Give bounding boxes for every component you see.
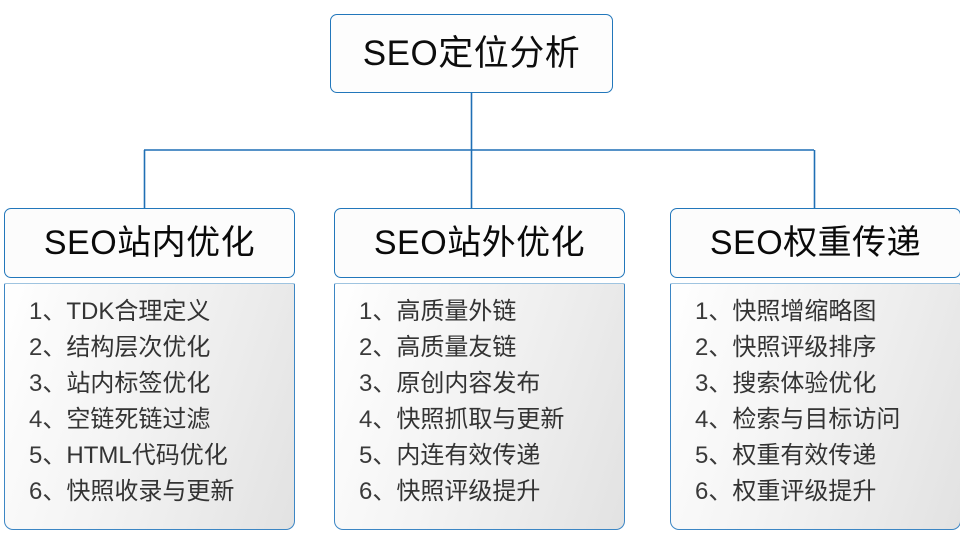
- column-header-3[interactable]: SEO权重传递: [670, 208, 960, 278]
- list-item-index: 2、: [359, 334, 397, 361]
- list-item[interactable]: 1、高质量外链: [359, 294, 624, 330]
- column-list-1: 1、TDK合理定义 2、结构层次优化 3、站内标签优化 4、空链死链过滤 5、H…: [5, 294, 294, 510]
- list-item-text: 权重评级提升: [732, 478, 877, 505]
- column-seo-weight-transfer: SEO权重传递 1、快照增缩略图 2、快照评级排序 3、搜索体验优化 4、检索与…: [670, 208, 960, 530]
- list-item-text: 高质量友链: [396, 334, 517, 361]
- list-item-index: 6、: [695, 478, 733, 505]
- root-node[interactable]: SEO定位分析: [330, 14, 613, 93]
- list-item[interactable]: 6、快照收录与更新: [29, 474, 294, 510]
- list-item-text: 高质量外链: [396, 298, 517, 325]
- list-item[interactable]: 4、快照抓取与更新: [359, 402, 624, 438]
- list-item[interactable]: 3、站内标签优化: [29, 366, 294, 402]
- column-body-3: 1、快照增缩略图 2、快照评级排序 3、搜索体验优化 4、检索与目标访问 5、权…: [670, 283, 960, 530]
- list-item-text: 权重有效传递: [732, 442, 877, 469]
- list-item[interactable]: 1、TDK合理定义: [29, 294, 294, 330]
- list-item[interactable]: 2、高质量友链: [359, 330, 624, 366]
- list-item[interactable]: 6、快照评级提升: [359, 474, 624, 510]
- list-item-text: 快照抓取与更新: [396, 406, 565, 433]
- column-body-2: 1、高质量外链 2、高质量友链 3、原创内容发布 4、快照抓取与更新 5、内连有…: [334, 283, 625, 530]
- column-seo-offsite: SEO站外优化 1、高质量外链 2、高质量友链 3、原创内容发布 4、快照抓取与…: [334, 208, 625, 530]
- list-item-index: 2、: [695, 334, 733, 361]
- list-item-text: 空链死链过滤: [66, 406, 211, 433]
- column-header-title-2: SEO站外优化: [373, 224, 586, 262]
- list-item-index: 6、: [29, 478, 67, 505]
- list-item-index: 4、: [695, 406, 733, 433]
- list-item-text: TDK合理定义: [66, 298, 211, 325]
- columns-container: SEO站内优化 1、TDK合理定义 2、结构层次优化 3、站内标签优化 4、空链…: [0, 208, 960, 534]
- list-item-index: 6、: [359, 478, 397, 505]
- list-item-text: 结构层次优化: [66, 334, 211, 361]
- list-item-text: 搜索体验优化: [732, 370, 877, 397]
- list-item[interactable]: 3、原创内容发布: [359, 366, 624, 402]
- column-header-title-1: SEO站内优化: [43, 224, 256, 262]
- list-item-index: 1、: [695, 298, 733, 325]
- list-item-text: 站内标签优化: [66, 370, 211, 397]
- list-item-text: 原创内容发布: [396, 370, 541, 397]
- list-item[interactable]: 5、内连有效传递: [359, 438, 624, 474]
- list-item[interactable]: 4、检索与目标访问: [695, 402, 960, 438]
- list-item-index: 3、: [29, 370, 67, 397]
- list-item-index: 3、: [695, 370, 733, 397]
- root-node-title: SEO定位分析: [362, 34, 581, 73]
- list-item[interactable]: 3、搜索体验优化: [695, 366, 960, 402]
- list-item-index: 2、: [29, 334, 67, 361]
- column-list-3: 1、快照增缩略图 2、快照评级排序 3、搜索体验优化 4、检索与目标访问 5、权…: [671, 294, 960, 510]
- column-seo-onsite: SEO站内优化 1、TDK合理定义 2、结构层次优化 3、站内标签优化 4、空链…: [4, 208, 295, 530]
- column-body-1: 1、TDK合理定义 2、结构层次优化 3、站内标签优化 4、空链死链过滤 5、H…: [4, 283, 295, 530]
- list-item-index: 1、: [29, 298, 67, 325]
- list-item[interactable]: 1、快照增缩略图: [695, 294, 960, 330]
- list-item-index: 3、: [359, 370, 397, 397]
- list-item-text: 快照评级提升: [396, 478, 541, 505]
- list-item[interactable]: 2、结构层次优化: [29, 330, 294, 366]
- list-item[interactable]: 5、权重有效传递: [695, 438, 960, 474]
- list-item-index: 5、: [359, 442, 397, 469]
- list-item-index: 4、: [29, 406, 67, 433]
- list-item-text: 快照增缩略图: [732, 298, 877, 325]
- column-header-1[interactable]: SEO站内优化: [4, 208, 295, 278]
- column-header-2[interactable]: SEO站外优化: [334, 208, 625, 278]
- column-header-title-3: SEO权重传递: [709, 224, 922, 262]
- column-list-2: 1、高质量外链 2、高质量友链 3、原创内容发布 4、快照抓取与更新 5、内连有…: [335, 294, 624, 510]
- list-item[interactable]: 2、快照评级排序: [695, 330, 960, 366]
- list-item-text: HTML代码优化: [66, 442, 228, 469]
- list-item[interactable]: 5、HTML代码优化: [29, 438, 294, 474]
- list-item-text: 快照收录与更新: [66, 478, 235, 505]
- list-item-text: 检索与目标访问: [732, 406, 901, 433]
- list-item-index: 4、: [359, 406, 397, 433]
- list-item[interactable]: 4、空链死链过滤: [29, 402, 294, 438]
- list-item-text: 内连有效传递: [396, 442, 541, 469]
- list-item[interactable]: 6、权重评级提升: [695, 474, 960, 510]
- list-item-text: 快照评级排序: [732, 334, 877, 361]
- list-item-index: 5、: [29, 442, 67, 469]
- list-item-index: 1、: [359, 298, 397, 325]
- list-item-index: 5、: [695, 442, 733, 469]
